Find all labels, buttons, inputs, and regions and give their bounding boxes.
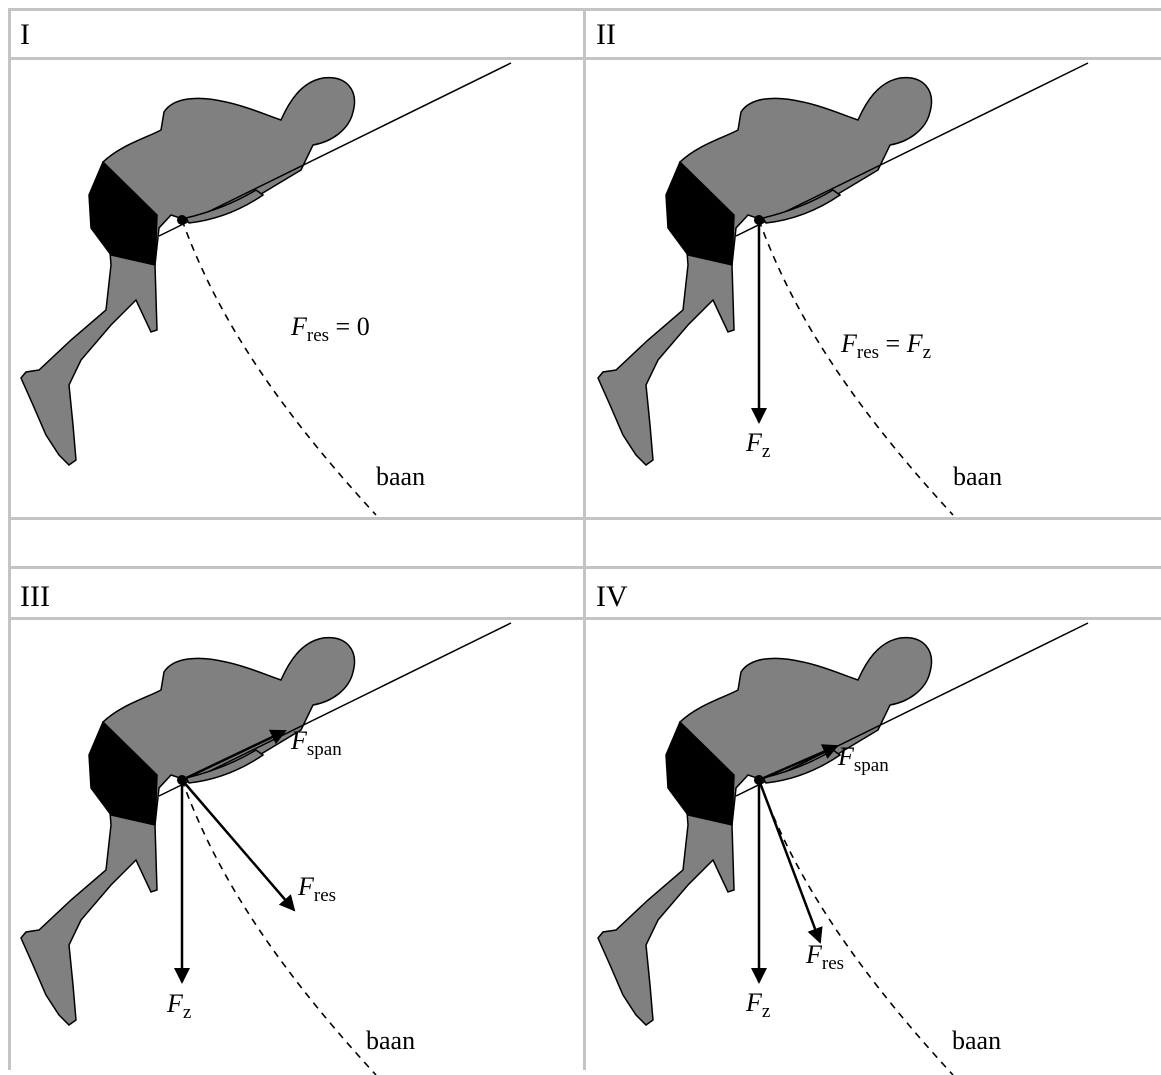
- panel-header: III: [20, 580, 50, 613]
- rope-line: [158, 622, 512, 797]
- skier-illustration: [597, 622, 1089, 1075]
- panel-header: II: [596, 18, 616, 51]
- grid-line: [583, 8, 586, 1070]
- panel-iv: Fspan Fres Fz baan: [588, 620, 1158, 1075]
- skier-body: [20, 76, 356, 466]
- resultant-arrow: [757, 779, 823, 944]
- fres-label: Fres: [298, 872, 337, 906]
- fz-label: Fz: [746, 988, 771, 1022]
- shorts: [88, 720, 158, 826]
- skier-illustration: [597, 62, 1089, 516]
- tension-arrow: [758, 744, 839, 782]
- rope-line: [735, 62, 1089, 237]
- fspan-label: Fspan: [291, 726, 342, 760]
- resultant-arrow: [181, 779, 296, 912]
- panel-i: Fres = 0 baan: [11, 60, 581, 516]
- formula-label: Fres = Fz: [841, 329, 932, 363]
- rope-line: [735, 622, 1089, 797]
- fz-label: Fz: [167, 989, 192, 1023]
- arm: [761, 749, 842, 784]
- skier-figure: [597, 62, 1089, 466]
- panel-iii: Fspan Fres Fz baan: [11, 620, 581, 1075]
- arm: [184, 749, 265, 784]
- skier-figure: [597, 622, 1089, 1026]
- trajectory-path: [181, 779, 377, 1075]
- baan-label: baan: [953, 462, 1003, 491]
- trajectory-path: [181, 219, 377, 516]
- skier-figure: [20, 62, 512, 466]
- tension-arrow: [181, 729, 287, 782]
- baan-label: baan: [376, 462, 426, 491]
- formula-label: Fres = 0: [291, 312, 370, 346]
- skier-illustration: [20, 62, 512, 516]
- skier-illustration: [20, 622, 512, 1075]
- skier-body: [20, 636, 356, 1026]
- skier-figure: [20, 622, 512, 1026]
- fspan-label: Fspan: [838, 742, 889, 776]
- fres-label: Fres: [806, 940, 845, 974]
- skier-body: [597, 636, 933, 1026]
- rope-line: [158, 62, 512, 237]
- arm: [184, 189, 265, 224]
- arm: [761, 189, 842, 224]
- skier-body: [597, 76, 933, 466]
- shorts: [665, 160, 735, 266]
- baan-label: baan: [366, 1026, 416, 1055]
- baan-label: baan: [952, 1026, 1002, 1055]
- trajectory-path: [758, 219, 954, 516]
- panel-ii: Fres = Fz Fz baan: [588, 60, 1158, 516]
- panel-header: IV: [596, 580, 628, 613]
- shorts: [88, 160, 158, 266]
- fz-label: Fz: [746, 428, 771, 462]
- grid-line: [8, 8, 11, 1070]
- panel-header: I: [20, 18, 30, 51]
- trajectory-path: [758, 779, 954, 1075]
- shorts: [665, 720, 735, 826]
